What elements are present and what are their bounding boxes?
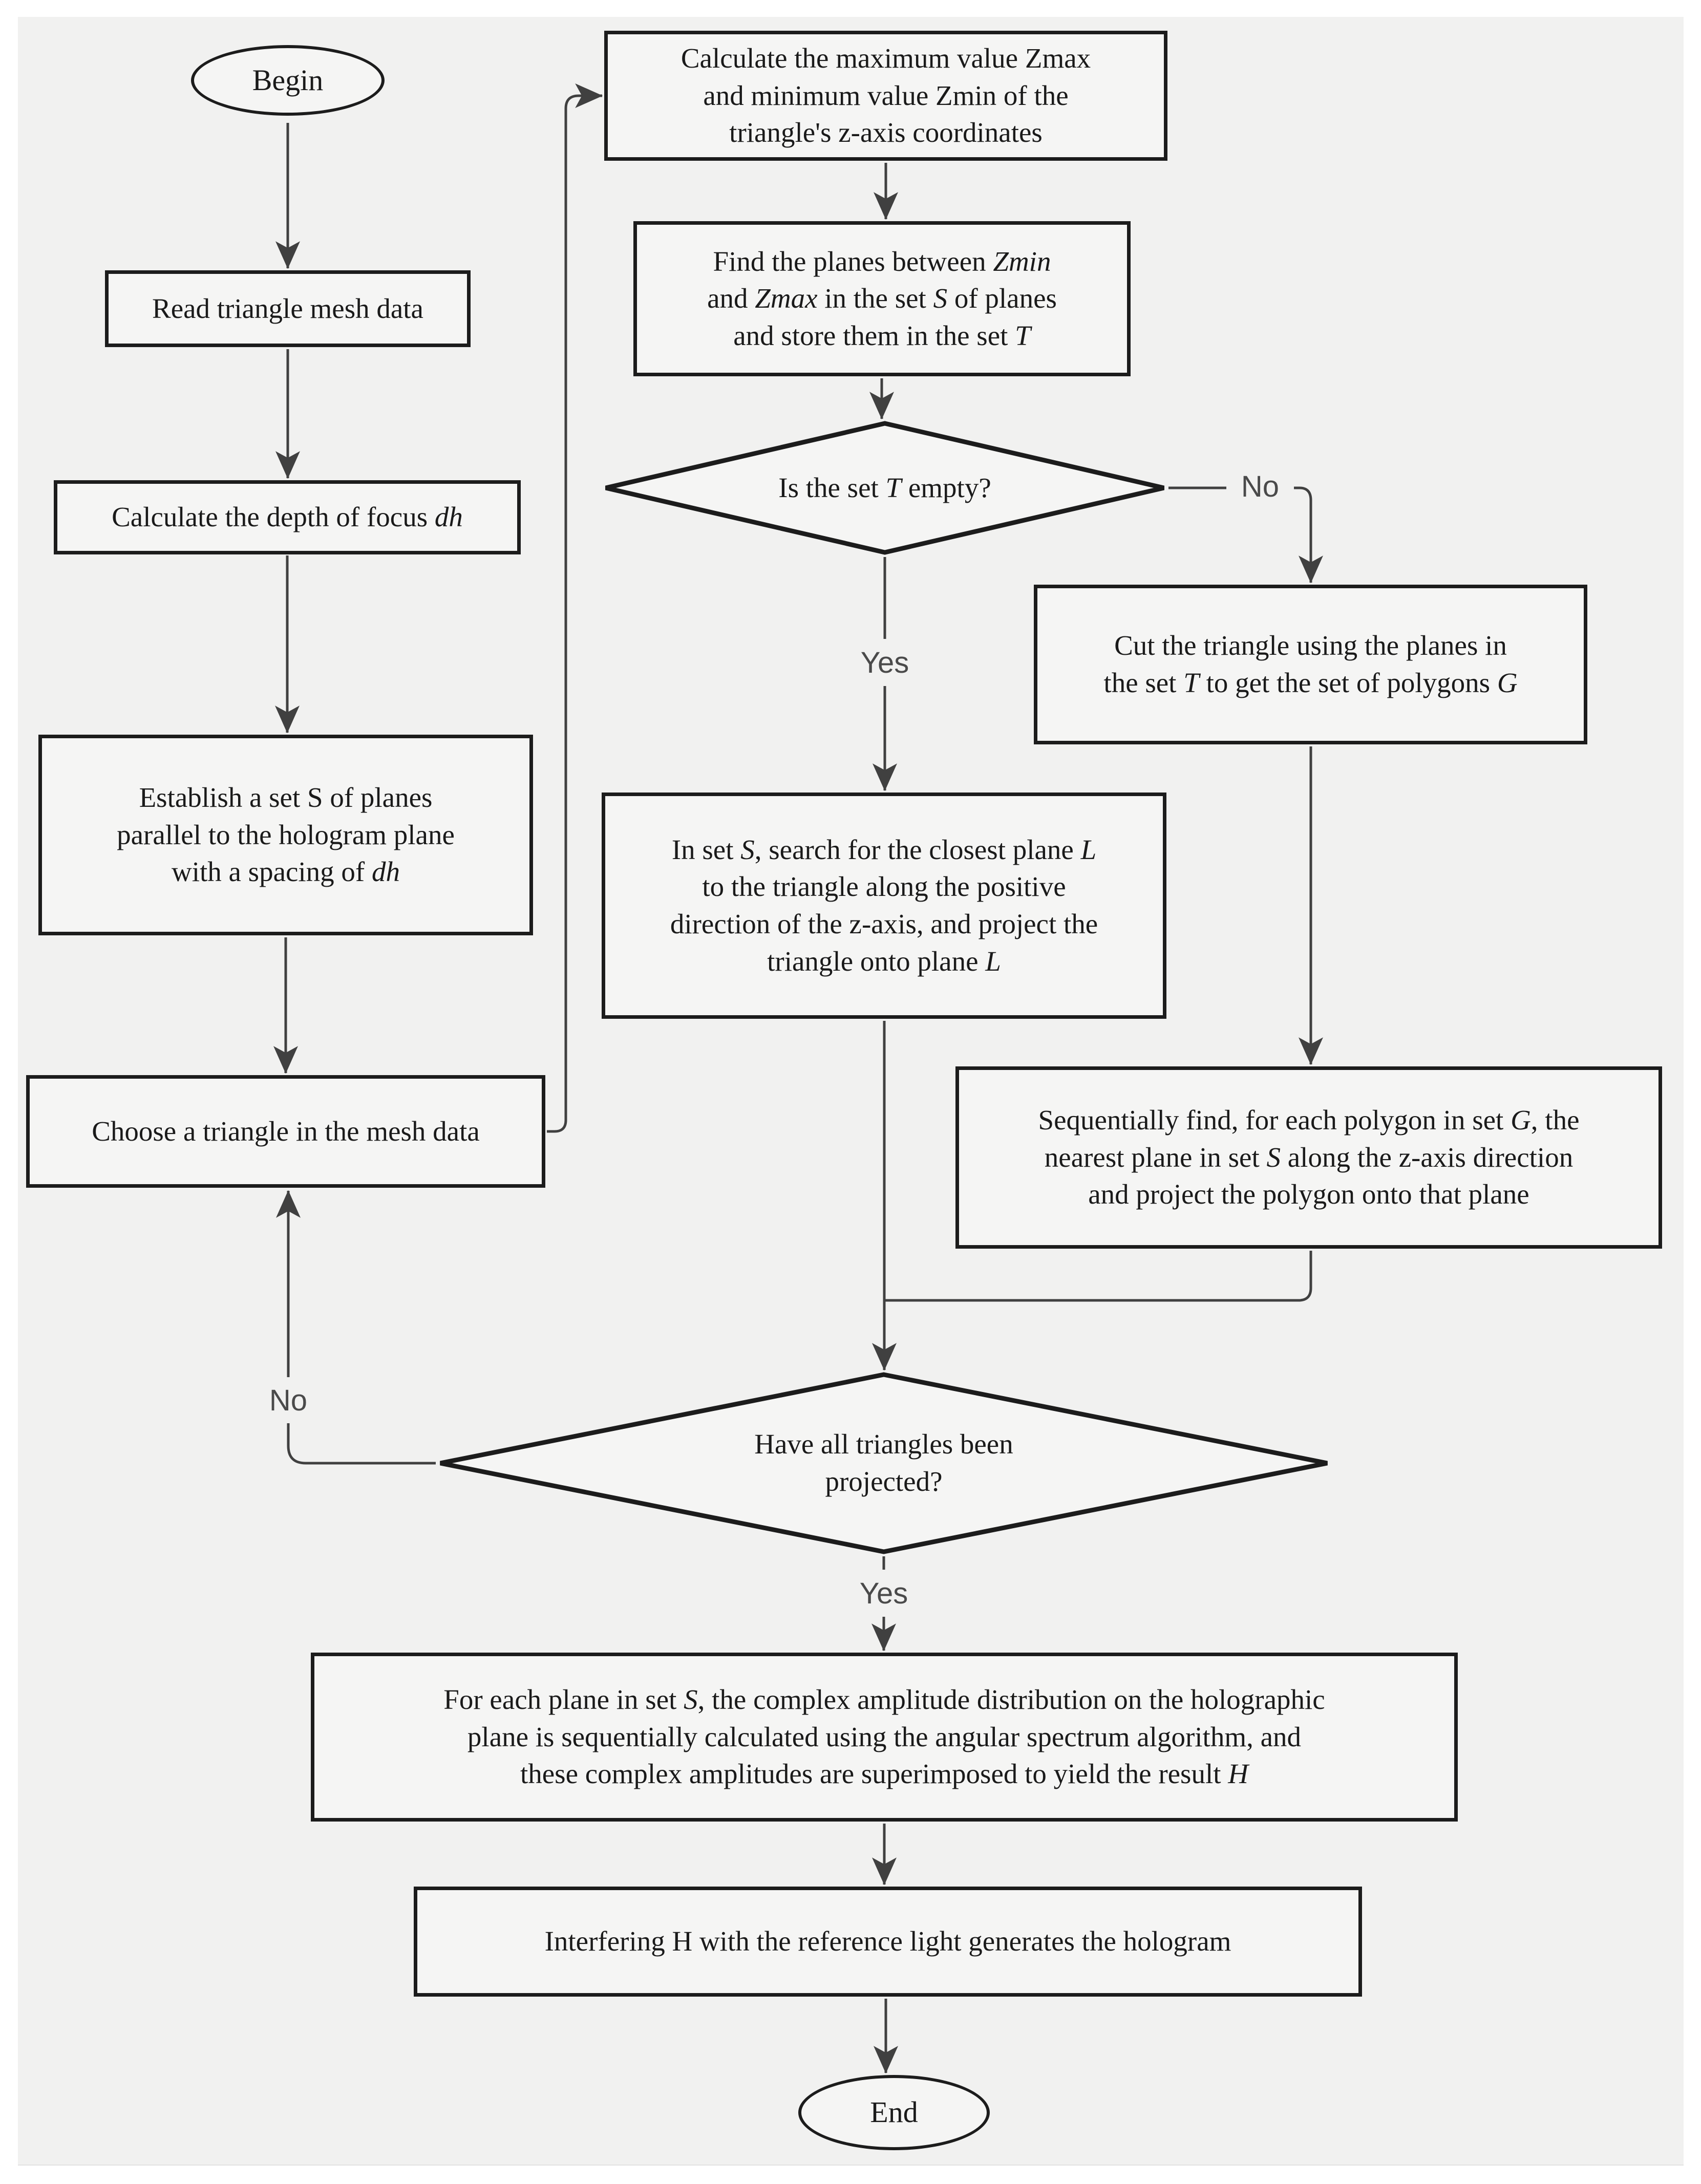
step-project-polygons-label: Sequentially find, for each polygon in s… [1038,1104,1580,1210]
step-interfere-reference-light-label: Interfering H with the reference light g… [544,1925,1231,1957]
step-choose-triangle: Choose a triangle in the mesh data [26,1075,545,1188]
step-project-onto-plane-l-label: In set S, search for the closest plane L… [670,833,1098,977]
step-superimpose-amplitudes: For each plane in set S, the complex amp… [311,1653,1458,1822]
decision-set-t-empty-label: Is the set T empty? [778,472,991,503]
step-project-onto-plane-l: In set S, search for the closest plane L… [602,793,1166,1019]
end-label: End [870,2095,918,2129]
step-interfere-reference-light: Interfering H with the reference light g… [414,1887,1362,1997]
edge-label-yes-2: Yes [843,1570,925,1617]
edge-diamond1-no-cut [1168,486,1323,584]
edge-choose-zmax-loop [547,83,603,1133]
begin-label: Begin [252,63,324,97]
step-calc-depth-of-focus: Calculate the depth of focus dh [54,480,521,554]
edge-label-no-1: No [1226,464,1294,509]
step-choose-triangle-label: Choose a triangle in the mesh data [92,1115,480,1147]
edge-diamond2-no-choose [276,1190,436,1465]
decision-all-projected-shape [440,1372,1328,1554]
end-terminal: End [798,2075,990,2150]
step-calc-depth-of-focus-label: Calculate the depth of focus dh [112,501,463,533]
decision-set-t-empty: Is the set T empty? [603,421,1166,555]
edge-label-no-2: No [254,1377,322,1423]
step-read-mesh: Read triangle mesh data [105,270,471,347]
decision-set-t-empty-shape [605,421,1165,555]
begin-terminal: Begin [191,45,385,116]
edge-label-yes-1: Yes [844,639,926,686]
edge-seqfind-merge [884,1251,1312,1302]
step-superimpose-amplitudes-label: For each plane in set S, the complex amp… [443,1684,1325,1790]
step-project-polygons: Sequentially find, for each polygon in s… [955,1066,1662,1249]
step-read-mesh-label: Read triangle mesh data [152,292,423,324]
